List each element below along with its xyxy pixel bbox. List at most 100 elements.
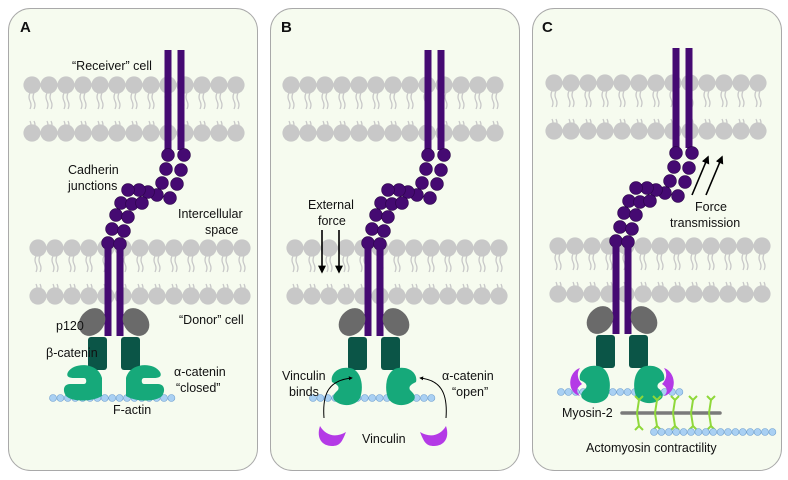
cadherin-ec-domain bbox=[415, 176, 429, 190]
lipid-head bbox=[439, 239, 457, 257]
lipid-head bbox=[486, 124, 504, 142]
lipid-head bbox=[193, 76, 211, 94]
junction-complex-c bbox=[557, 48, 699, 404]
lipid-head bbox=[401, 124, 419, 142]
free-vinculin-left bbox=[318, 426, 346, 446]
lipid-tail bbox=[225, 255, 229, 273]
lipid-head bbox=[736, 237, 754, 255]
myosin-head bbox=[670, 395, 680, 414]
lipid-tail bbox=[406, 92, 410, 110]
lipid-tail bbox=[444, 255, 448, 273]
lipid-head bbox=[630, 122, 648, 140]
lipid-tail bbox=[554, 253, 558, 271]
lipid-head bbox=[29, 287, 47, 305]
f-actin-subunit bbox=[101, 394, 109, 402]
cadherin-ec-domain bbox=[678, 175, 692, 189]
cadherin-stem bbox=[376, 244, 384, 336]
cadherin-stem bbox=[116, 244, 124, 336]
vinculin-bound bbox=[662, 368, 674, 396]
panel-a: A “Receiver” cell Cadherin junctions Int… bbox=[8, 8, 258, 471]
f-actin-subunit bbox=[427, 394, 436, 402]
cadherin-ec-domain bbox=[117, 224, 131, 238]
lipid-head bbox=[562, 74, 580, 92]
lipid-head bbox=[337, 287, 355, 305]
lipid-tail bbox=[588, 253, 592, 271]
cadherin-ec-domain bbox=[682, 161, 696, 175]
lipid-tail bbox=[495, 92, 499, 110]
lipid-tail bbox=[703, 90, 707, 108]
lipid-tail bbox=[427, 255, 431, 273]
lipid-tail bbox=[635, 90, 639, 108]
free-vinculin-right bbox=[420, 426, 448, 446]
lipid-tail bbox=[643, 253, 647, 271]
lipid-tail bbox=[558, 253, 562, 271]
lipid-head bbox=[596, 122, 614, 140]
alpha-catenin-open-label-line2: “open” bbox=[452, 385, 488, 399]
lipid-head bbox=[165, 239, 183, 257]
cadherin-ec-domain bbox=[395, 196, 409, 210]
receiver-membrane bbox=[23, 76, 245, 142]
vinculin-binding-arrow-right bbox=[419, 376, 447, 419]
lipid-tail bbox=[707, 253, 711, 271]
lipid-head bbox=[579, 74, 597, 92]
lipid-tail bbox=[567, 90, 571, 108]
lipid-tail bbox=[414, 255, 418, 273]
lipid-head bbox=[142, 124, 160, 142]
lipid-head bbox=[227, 76, 245, 94]
lipid-head bbox=[193, 124, 211, 142]
f-actin-subunit bbox=[316, 394, 325, 402]
lipid-head bbox=[545, 122, 563, 140]
lipid-tail bbox=[136, 255, 140, 273]
lipid-tail bbox=[221, 255, 225, 273]
lipid-tail bbox=[151, 92, 155, 110]
cadherin-ec-domain bbox=[135, 196, 149, 210]
myosin-head bbox=[652, 395, 662, 414]
force-transmission-arrow-1 bbox=[691, 155, 710, 196]
cadherin-ec-domain bbox=[109, 208, 123, 222]
alpha-catenin-label-line1: α-catenin bbox=[174, 365, 226, 379]
f-actin-subunit bbox=[49, 394, 57, 402]
cadherin-ec-domain bbox=[643, 194, 657, 208]
f-actin-subunit bbox=[731, 428, 740, 436]
lipid-head bbox=[422, 239, 440, 257]
lipid-tail bbox=[448, 255, 452, 273]
lipid-tail bbox=[346, 255, 350, 273]
f-actin-subunit bbox=[108, 394, 116, 402]
lipid-head bbox=[566, 237, 584, 255]
lipid-tail bbox=[410, 255, 414, 273]
f-actin-subunit bbox=[675, 388, 684, 396]
lipid-head bbox=[316, 76, 334, 94]
p120-protein bbox=[382, 308, 410, 336]
cadherin-stem bbox=[672, 48, 680, 148]
lipid-tail bbox=[342, 92, 346, 110]
lipid-head bbox=[613, 122, 631, 140]
lipid-tail bbox=[457, 92, 461, 110]
cadherin-ec-domain bbox=[377, 224, 391, 238]
lipid-tail bbox=[185, 92, 189, 110]
lipid-tail bbox=[728, 253, 732, 271]
cadherin-ec-domain bbox=[419, 162, 433, 176]
lipid-tail bbox=[174, 255, 178, 273]
lipid-tail bbox=[68, 255, 72, 273]
lipid-head bbox=[562, 122, 580, 140]
cadherin-stem bbox=[424, 50, 432, 150]
lipid-head bbox=[286, 287, 304, 305]
lipid-head bbox=[23, 76, 41, 94]
lipid-tail bbox=[170, 255, 174, 273]
lipid-tail bbox=[482, 255, 486, 273]
lipid-tail bbox=[204, 255, 208, 273]
cadherin-ec-domain bbox=[121, 183, 135, 197]
cadherin-ec-domain bbox=[669, 146, 683, 160]
lipid-tail bbox=[724, 90, 728, 108]
lipid-tail bbox=[605, 90, 609, 108]
lipid-head bbox=[80, 239, 98, 257]
junction-complex-a bbox=[49, 50, 191, 402]
lipid-head bbox=[199, 287, 217, 305]
f-actin-subunit bbox=[687, 428, 695, 436]
lipid-tail bbox=[592, 253, 596, 271]
cadherin-ec-domain bbox=[421, 148, 435, 162]
lipid-tail bbox=[32, 92, 36, 110]
lipid-tail bbox=[376, 92, 380, 110]
f-actin-subunit bbox=[420, 394, 428, 402]
lipid-tail bbox=[83, 92, 87, 110]
